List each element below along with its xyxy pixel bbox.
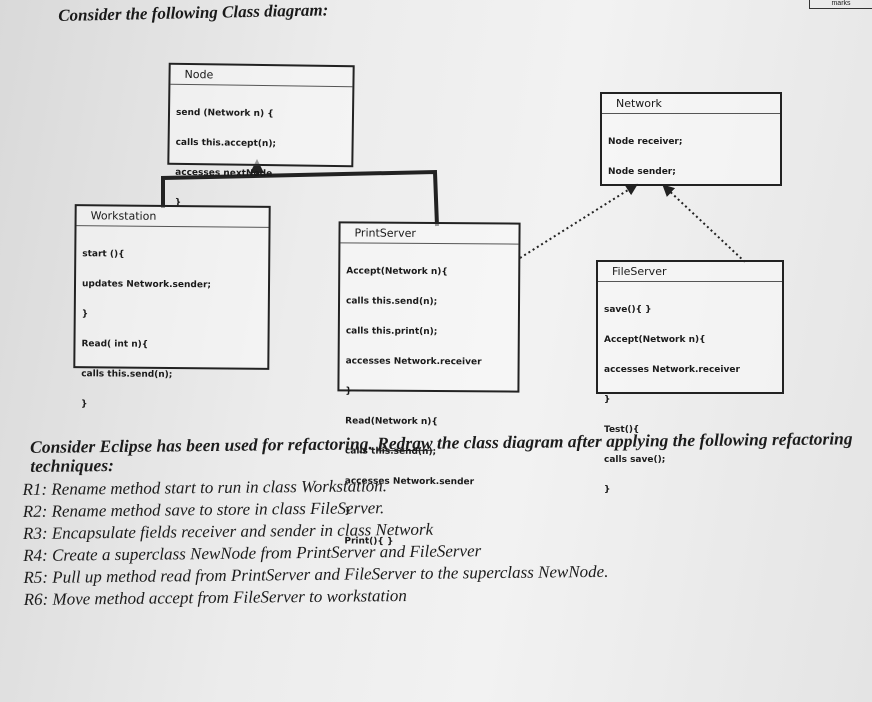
member-line: accesses Network.receiver	[345, 356, 482, 368]
class-fileserver-name: FileServer	[598, 262, 782, 282]
member-line: calls save();	[604, 455, 666, 465]
question-before: Consider Eclipse has been used for refac…	[29, 433, 378, 457]
question-emphasis: Redraw	[377, 432, 433, 454]
member-line: Test(){	[604, 425, 640, 435]
member-line: save(){ }	[604, 305, 652, 315]
class-node-name: Node	[170, 64, 353, 88]
member-line: Node sender;	[608, 167, 676, 177]
class-network: Network Node receiver; Node sender;	[600, 92, 782, 186]
class-workstation-members: start (){ updates Network.sender; } Read…	[75, 226, 269, 434]
class-node: Node send (Network n) { calls this.accep…	[167, 62, 355, 208]
member-line: accesses Network.receiver	[604, 365, 740, 375]
refactoring-task: Consider Eclipse has been used for refac…	[22, 428, 864, 611]
member-line: }	[604, 395, 611, 405]
member-line: Read( int n){	[81, 339, 149, 350]
class-fileserver-members: save(){ } Accept(Network n){ accesses Ne…	[598, 282, 782, 518]
class-diagram: Node send (Network n) { calls this.accep…	[73, 62, 784, 547]
member-line: send (Network n) {	[175, 107, 274, 120]
diagram-connectors	[161, 159, 746, 263]
member-line: }	[345, 386, 352, 397]
member-line: Node receiver;	[608, 137, 683, 147]
class-printserver: PrintServer Accept(Network n){ calls thi…	[337, 221, 521, 547]
member-line: updates Network.sender;	[81, 279, 212, 291]
class-workstation: Workstation start (){ updates Network.se…	[73, 204, 271, 409]
member-line: start (){	[82, 249, 125, 260]
member-line: Accept(Network n){	[346, 266, 448, 278]
member-line: }	[80, 399, 88, 410]
member-line: }	[81, 309, 89, 320]
member-line: calls this.send(n);	[346, 296, 438, 308]
marks-box: marks	[809, 0, 872, 9]
class-printserver-name: PrintServer	[340, 223, 519, 245]
member-line: Read(Network n){	[345, 416, 438, 428]
member-line: Accept(Network n){	[604, 335, 706, 345]
class-network-members: Node receiver; Node sender;	[602, 114, 780, 200]
member-line: accesses nextNode	[175, 167, 273, 180]
member-line: }	[604, 485, 611, 495]
class-fileserver: FileServer save(){ } Accept(Network n){ …	[596, 260, 784, 495]
member-line: calls this.print(n);	[345, 326, 438, 338]
member-line: calls this.accept(n);	[175, 137, 277, 150]
dependency-fileserver-network	[662, 184, 746, 263]
class-network-name: Network	[602, 94, 780, 114]
class-workstation-name: Workstation	[76, 206, 269, 228]
question-text: Consider Eclipse has been used for refac…	[29, 428, 862, 476]
member-line: calls this.send(n);	[81, 369, 173, 381]
inheritance-line	[161, 169, 439, 227]
